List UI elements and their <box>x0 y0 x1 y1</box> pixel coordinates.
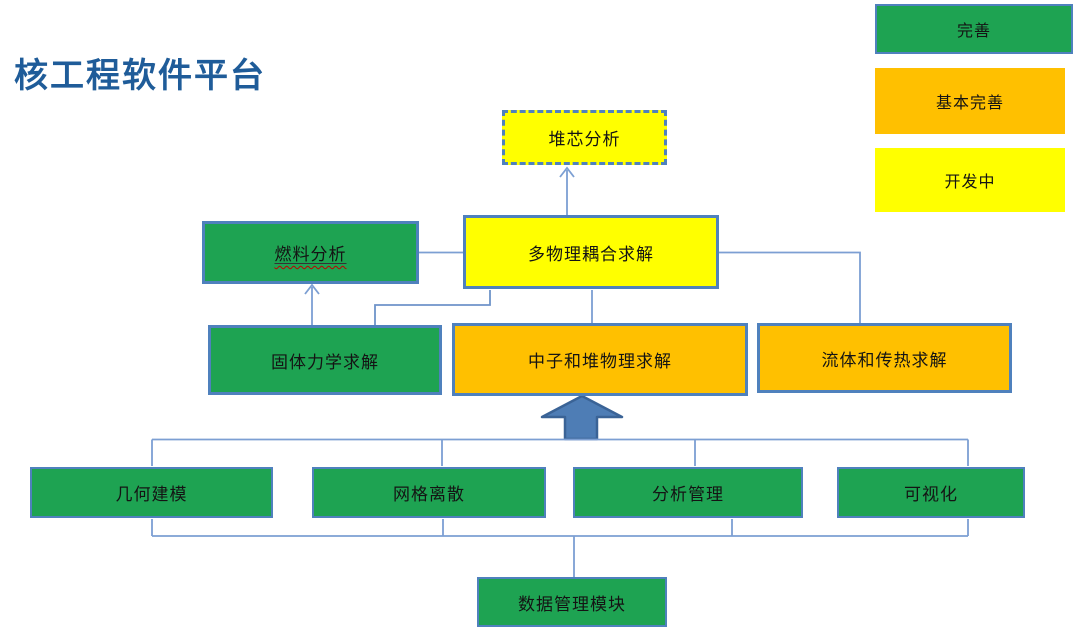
node-mesh-discretization: 网格离散 <box>312 467 546 518</box>
node-data-management: 数据管理模块 <box>477 577 667 627</box>
arrowhead-up-icon <box>559 166 575 178</box>
legend-label: 开发中 <box>944 174 996 191</box>
node-neutronics-solver: 中子和堆物理求解 <box>452 323 748 396</box>
node-label: 中子和堆物理求解 <box>528 352 672 371</box>
node-solid-mechanics-solver: 固体力学求解 <box>208 325 442 395</box>
node-multiphysics-solver: 多物理耦合求解 <box>463 215 719 289</box>
node-label: 流体和传热求解 <box>821 350 948 370</box>
legend-item-complete: 完善 <box>875 4 1073 54</box>
connector-multiphysics-to-solid <box>374 290 491 326</box>
connector-multiphysics-to-fluid <box>719 251 861 324</box>
big-up-arrow-icon <box>540 394 624 441</box>
legend-label: 完善 <box>956 23 991 40</box>
page-title: 核工程软件平台 <box>14 57 266 95</box>
node-label: 固体力学求解 <box>271 352 379 372</box>
node-geometry-modeling: 几何建模 <box>30 467 273 518</box>
node-label: 燃料分析 <box>274 245 347 264</box>
node-visualization: 可视化 <box>837 467 1025 518</box>
node-label: 网格离散 <box>393 485 465 504</box>
node-label: 可视化 <box>904 485 958 504</box>
node-label: 几何建模 <box>115 485 188 504</box>
node-analysis-management: 分析管理 <box>573 467 803 518</box>
legend-item-mostly-complete: 基本完善 <box>875 68 1065 134</box>
node-label: 数据管理模块 <box>518 594 626 614</box>
node-label: 多物理耦合求解 <box>528 244 654 264</box>
node-label: 分析管理 <box>652 485 724 504</box>
node-fuel-analysis: 燃料分析 <box>202 221 419 284</box>
node-label: 堆芯分析 <box>548 130 621 149</box>
node-core-analysis: 堆芯分析 <box>502 110 667 165</box>
legend-item-in-development: 开发中 <box>875 148 1065 212</box>
node-fluid-heat-solver: 流体和传热求解 <box>757 323 1012 393</box>
arrowhead-up-icon <box>304 283 320 295</box>
legend-label: 基本完善 <box>935 95 1004 112</box>
